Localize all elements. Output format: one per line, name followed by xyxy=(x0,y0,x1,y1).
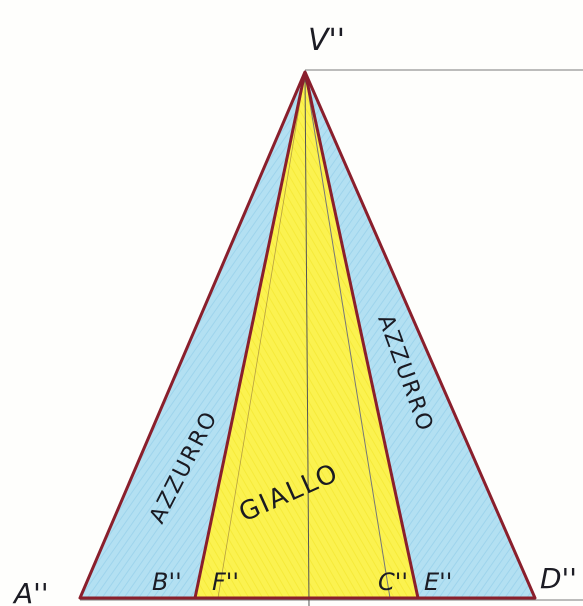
label-b: B'' xyxy=(152,568,182,596)
edge-v-c xyxy=(304,71,391,599)
edge-v-e xyxy=(303,71,420,599)
label-f: F'' xyxy=(212,568,239,596)
label-e: E'' xyxy=(424,568,452,596)
edge-v-f xyxy=(217,71,306,599)
label-d: D'' xyxy=(540,562,577,595)
edge-v-b xyxy=(193,71,307,599)
label-c: C'' xyxy=(378,568,408,596)
label-apex: V'' xyxy=(308,23,345,58)
outer-outline xyxy=(78,70,537,600)
label-a: A'' xyxy=(12,577,49,606)
vertical-axis-line xyxy=(304,71,310,606)
